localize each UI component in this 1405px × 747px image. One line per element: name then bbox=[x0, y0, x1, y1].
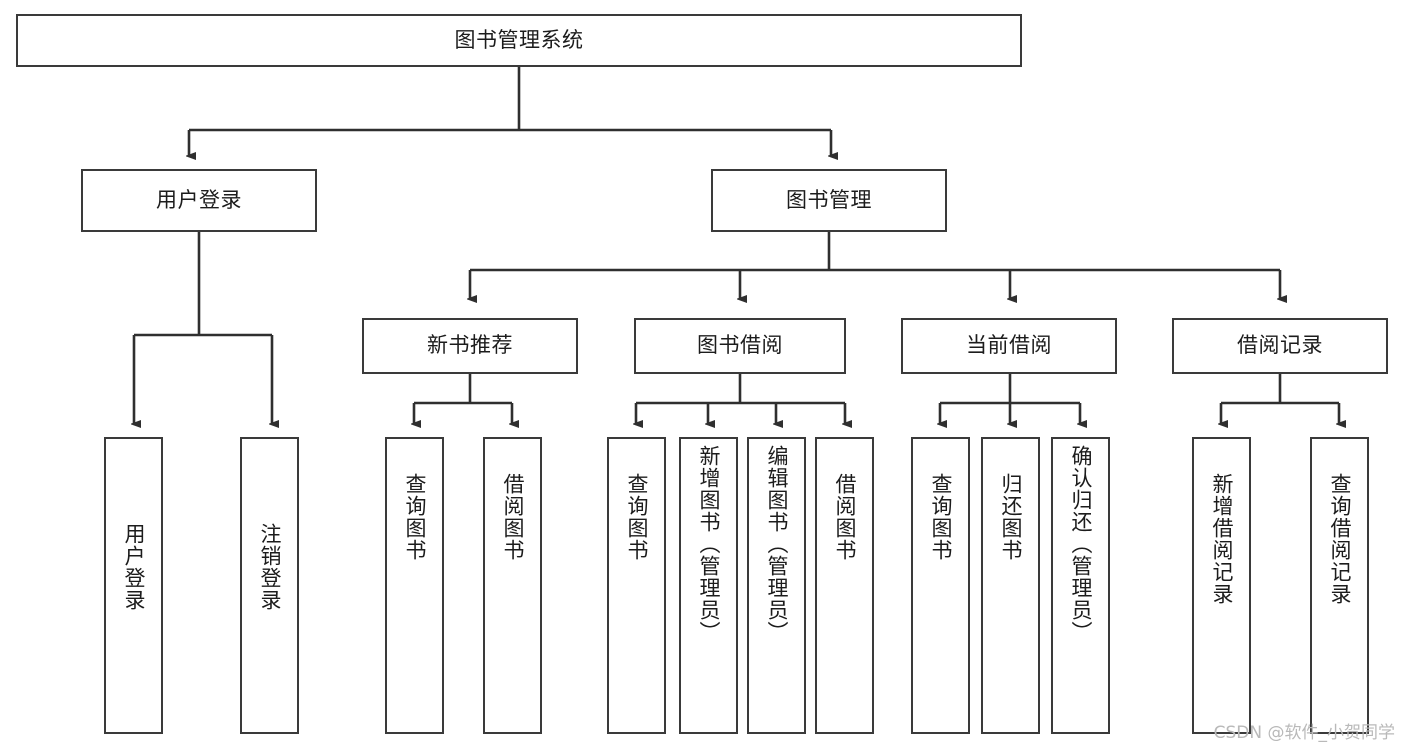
node-label: 用户登录 bbox=[156, 187, 242, 212]
leaf-label: 查询图书 bbox=[928, 473, 953, 561]
leaf-label: 借阅图书 bbox=[500, 473, 525, 561]
node-label: 图书管理系统 bbox=[454, 27, 584, 52]
leaf-label: 用户登录 bbox=[121, 523, 146, 611]
node-label: 新书推荐 bbox=[427, 333, 513, 358]
leaf-label: 归还图书 bbox=[998, 473, 1023, 561]
node-new-book-recommend[interactable]: 新书推荐 bbox=[362, 318, 578, 374]
leaf-label: 确认归还（管理员） bbox=[1068, 445, 1093, 643]
leaf-add-book-admin[interactable]: 新增图书（管理员） bbox=[679, 437, 738, 734]
node-root-book-management-system[interactable]: 图书管理系统 bbox=[16, 14, 1022, 67]
watermark: CSDN @软件_小贺同学 bbox=[1213, 723, 1395, 743]
leaf-query-book-borrow[interactable]: 查询图书 bbox=[607, 437, 666, 734]
leaf-label: 新增借阅记录 bbox=[1209, 473, 1234, 605]
node-book-management[interactable]: 图书管理 bbox=[711, 169, 947, 232]
leaf-add-borrow-record[interactable]: 新增借阅记录 bbox=[1192, 437, 1251, 734]
node-current-borrow[interactable]: 当前借阅 bbox=[901, 318, 1117, 374]
node-label: 图书借阅 bbox=[697, 333, 783, 358]
node-label: 图书管理 bbox=[786, 187, 872, 212]
leaf-label: 借阅图书 bbox=[832, 473, 857, 561]
leaf-user-login[interactable]: 用户登录 bbox=[104, 437, 163, 734]
leaf-edit-book-admin[interactable]: 编辑图书（管理员） bbox=[747, 437, 806, 734]
leaf-query-book-current[interactable]: 查询图书 bbox=[911, 437, 970, 734]
leaf-borrow-book[interactable]: 借阅图书 bbox=[815, 437, 874, 734]
leaf-logout-login[interactable]: 注销登录 bbox=[240, 437, 299, 734]
leaf-borrow-book-newbook[interactable]: 借阅图书 bbox=[483, 437, 542, 734]
leaf-confirm-return-admin[interactable]: 确认归还（管理员） bbox=[1051, 437, 1110, 734]
node-book-borrow[interactable]: 图书借阅 bbox=[634, 318, 846, 374]
leaf-label: 查询图书 bbox=[624, 473, 649, 561]
node-user-login[interactable]: 用户登录 bbox=[81, 169, 317, 232]
leaf-query-borrow-record[interactable]: 查询借阅记录 bbox=[1310, 437, 1369, 734]
leaf-label: 查询图书 bbox=[402, 473, 427, 561]
leaf-label: 新增图书（管理员） bbox=[696, 445, 721, 643]
leaf-label: 编辑图书（管理员） bbox=[764, 445, 789, 643]
node-borrow-record[interactable]: 借阅记录 bbox=[1172, 318, 1388, 374]
node-label: 当前借阅 bbox=[966, 333, 1052, 358]
leaf-label: 注销登录 bbox=[257, 523, 282, 611]
node-label: 借阅记录 bbox=[1237, 333, 1323, 358]
leaf-return-book[interactable]: 归还图书 bbox=[981, 437, 1040, 734]
leaf-query-book-newbook[interactable]: 查询图书 bbox=[385, 437, 444, 734]
leaf-label: 查询借阅记录 bbox=[1327, 473, 1352, 605]
